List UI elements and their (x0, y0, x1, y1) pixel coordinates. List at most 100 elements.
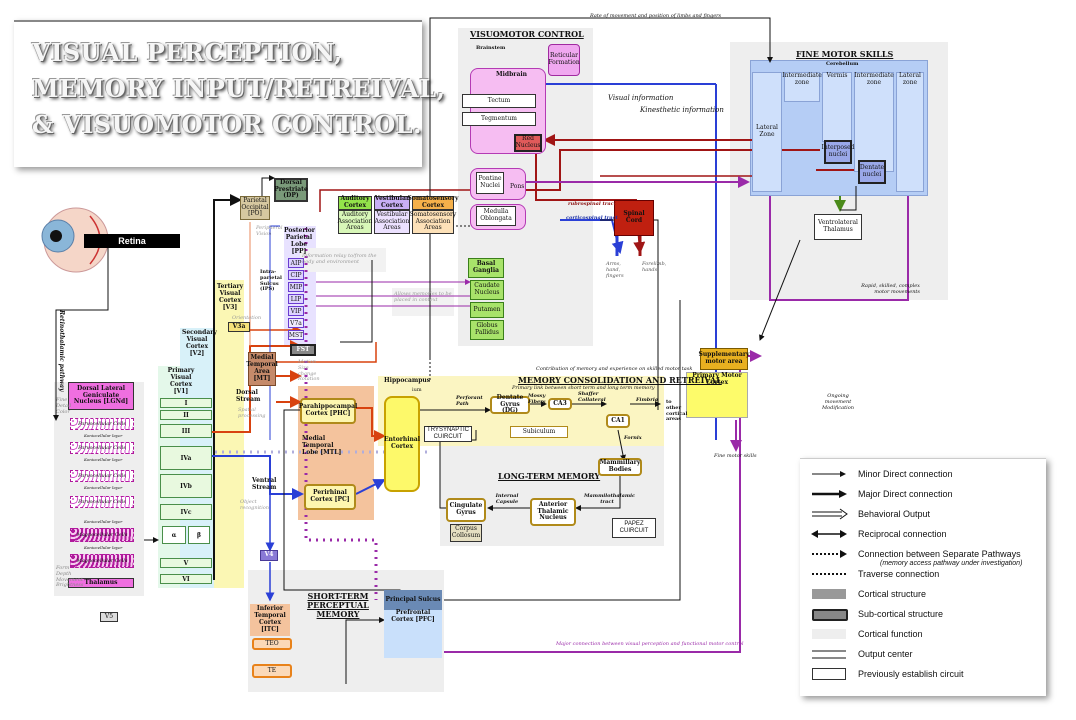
pp-lip: LIP (288, 294, 304, 304)
v1-layer-IVc: IVc (160, 504, 212, 520)
v1-layer-II: II (160, 410, 212, 420)
arms-note: Arms, hand, fingers (606, 261, 624, 279)
legend-separate-label: Connection between Separate Pathways (858, 549, 1021, 559)
forelimb-note: Forelimb, hands (642, 261, 667, 273)
lgn-motion-note: Form Depth Movement Brightness (56, 565, 84, 589)
medulla-oblongata: Medulla Oblongata (476, 206, 516, 226)
long-term-memory-title: LONG-TERM MEMORY (498, 471, 601, 481)
legend-reciprocal: Reciprocal connection (810, 528, 947, 540)
lgn-layer-5: Parvocellular Cells (70, 470, 134, 482)
tectum-box: Tectum (462, 94, 536, 108)
memory-consolidation-sub: Primary link between short term and long… (512, 385, 655, 391)
visuomotor-title: VISUOMOTOR CONTROL (470, 29, 584, 39)
ca1-box: CA1 (606, 414, 630, 428)
rubrospinal-label: rubrospinal tract (568, 201, 616, 207)
lgn-layer-9: Magnocellular Cells (70, 528, 134, 542)
fst-box: FST (290, 344, 316, 356)
cingulate-gyrus: Cingulate Gyrus (446, 498, 486, 522)
ips-label: Intra-parietal Sulcus (IPS) (260, 269, 282, 293)
lgn-layer-2: Koniocellular layer (84, 433, 123, 438)
corpus-collosum: Corpus Collosum (450, 524, 482, 542)
mossy-label: Mossy Fibers (528, 393, 546, 405)
v5-box: V5 (100, 612, 118, 622)
basal-ganglia-title: Basal Ganglia (468, 258, 504, 278)
tegmentum-box: Tegmentum (462, 112, 536, 126)
rapid-note: Rapid, skilled, complex motor movements (861, 283, 920, 295)
legend-function-label: Cortical function (858, 629, 923, 639)
hippocampus-ium: ium (412, 387, 422, 393)
lgn-title: Dorsal Lateral Geniculate Nucleus [LGNd] (68, 382, 134, 410)
lgn-layer-6: Koniocellular layer (84, 485, 123, 490)
vestibular-cortex: Vestibular Cortex (374, 195, 410, 210)
brainstem-label: Brainstem (476, 45, 506, 51)
pp-v7a: V7a (288, 318, 304, 328)
legend-behavioral: Behavioral Output (810, 508, 930, 520)
dp-box: Dorsal Prestriate (DP) (274, 178, 308, 202)
dentate-gyrus: Dentate Gyrus (DG) (490, 394, 530, 414)
mtl-title: Medial Temporal Lobe [MTL] (302, 435, 342, 456)
somatosensory-cortex: Somatosensory Cortex (407, 195, 459, 210)
po-note: Peripheral Vision (256, 225, 283, 237)
v1-title: Primary Visual Cortex [V1] (167, 367, 195, 395)
ca3-box: CA3 (548, 398, 572, 410)
legend-separate: Connection between Separate Pathways (810, 548, 1021, 560)
spatial-processing-note: Spatial processing (238, 407, 266, 419)
po-box: Parietal Occipital [PO] (240, 196, 270, 220)
legend-minor: Minor Direct connection (810, 468, 953, 480)
schaffer-label: Shaffer Collateral (578, 391, 606, 403)
visual-info-label: Visual information (608, 94, 674, 102)
legend-circuit: Previously establish circuit (810, 668, 964, 680)
auditory-cortex: Auditory Cortex (338, 195, 372, 210)
vermis-box: Vermis (822, 72, 852, 142)
pp-mst: MST (288, 330, 304, 340)
lgn-layer-1: Parvocellular Cells (70, 418, 134, 430)
ventrolateral-thalamus: Ventrolateral Thalamus (814, 214, 862, 240)
pp-vip: VIP (288, 306, 304, 316)
globus-pallidus: Globus Pallidus (470, 320, 504, 340)
trisynaptic-box: TRYSYNAPTIC CUIRCUIT (424, 426, 472, 442)
other-cortical-label: to other cortical areas (666, 399, 688, 423)
retina-label: Retina (84, 234, 180, 248)
legend-subcortical-label: Sub-cortical structure (858, 609, 944, 619)
pons-label: Pons (510, 183, 525, 190)
title-line-2: MEMORY INPUT/RETREIVAL, (32, 74, 446, 103)
thalamus-label: Thalamus (68, 578, 134, 588)
memory-consolidation-title: MEMORY CONSOLIDATION AND RETREIVAL (518, 375, 722, 385)
dentate-nuclei: Dentate nuclei (858, 160, 886, 184)
papez-circuit-box: PAPEZ CUIRCUIT (612, 518, 656, 538)
v1-layer-VI: VI (160, 574, 212, 584)
legend-cortical: Cortical structure (810, 588, 926, 600)
legend-reciprocal-label: Reciprocal connection (858, 529, 947, 539)
lateral-zone-1: Lateral Zone (752, 72, 782, 192)
v3a-note: Orientation (232, 315, 262, 321)
title-line-3: & VISUOMOTOR CONTROL. (32, 110, 422, 139)
midbrain-label: Midbrain (496, 71, 528, 78)
legend-traverse: Traverse connection (810, 568, 939, 580)
corticospinal-label: corticospinal tract (566, 215, 618, 221)
title-panel: VISUAL PERCEPTION, MEMORY INPUT/RETREIVA… (14, 20, 445, 167)
retinothalamic-label: Retinothalamic pathway (58, 310, 65, 392)
teo-box: TEO (252, 638, 292, 650)
pp-cip: CIP (288, 270, 304, 280)
te-box: TE (252, 664, 292, 678)
mammillary-bodies: Mammillary Bodies (598, 458, 642, 476)
legend-function: Cortical function (810, 628, 923, 640)
interposed-nuclei: Interposed nuclei (822, 140, 855, 164)
v1-layer-I: I (160, 398, 212, 408)
cerebellum-label: Cerebellum (826, 61, 859, 67)
major-conn-note: Major connection between visual percepti… (556, 641, 744, 647)
legend-separate-note: (memory access pathway under investigati… (880, 560, 1023, 567)
fimbria-label: Fimbria (636, 397, 659, 403)
v1-beta: β (188, 526, 210, 544)
note-region-2 (392, 288, 454, 316)
dorsal-stream-label: Dorsal Stream (236, 389, 261, 403)
pontine-nuclei: Pontine Nuclei (476, 172, 504, 194)
top-note: Rate of movement and position of limbs a… (590, 13, 722, 19)
legend-traverse-label: Traverse connection (858, 569, 940, 579)
pp-mip: MIP (288, 282, 304, 292)
anterior-thalamic: Anterior Thalamic Nucleus (530, 498, 576, 526)
red-nucleus: Red Nucleus (514, 134, 542, 152)
legend: Minor Direct connection Major Direct con… (810, 466, 1040, 690)
v1-layer-V: V (160, 558, 212, 568)
lgn-layer-3: Parvocellular Cells (70, 442, 134, 454)
